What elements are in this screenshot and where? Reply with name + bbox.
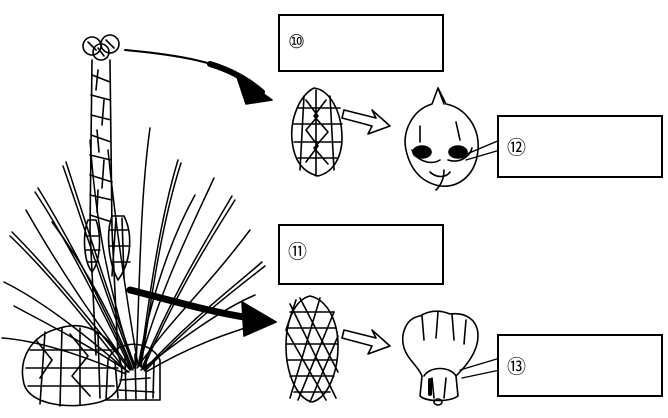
male-cone <box>286 296 338 402</box>
answer-box-10[interactable]: ⑩ <box>278 14 444 72</box>
needle-bundle <box>2 128 270 374</box>
arrow-to-female <box>125 50 272 104</box>
label-13: ⑬ <box>507 358 526 377</box>
answer-box-11[interactable]: ⑪ <box>278 224 444 285</box>
arrow-lower-small <box>342 330 390 354</box>
stamen-scale <box>403 311 500 405</box>
label-11: ⑪ <box>288 243 307 262</box>
branch-base <box>106 344 160 400</box>
female-cone <box>292 88 342 176</box>
female-cone-tip <box>83 35 119 60</box>
label-12: ⑫ <box>507 139 526 158</box>
ovuliferous-scale <box>405 88 500 190</box>
answer-box-12[interactable]: ⑫ <box>497 115 663 178</box>
label-10: ⑩ <box>288 33 305 52</box>
arrow-upper-small <box>342 110 390 134</box>
answer-box-13[interactable]: ⑬ <box>497 334 663 397</box>
